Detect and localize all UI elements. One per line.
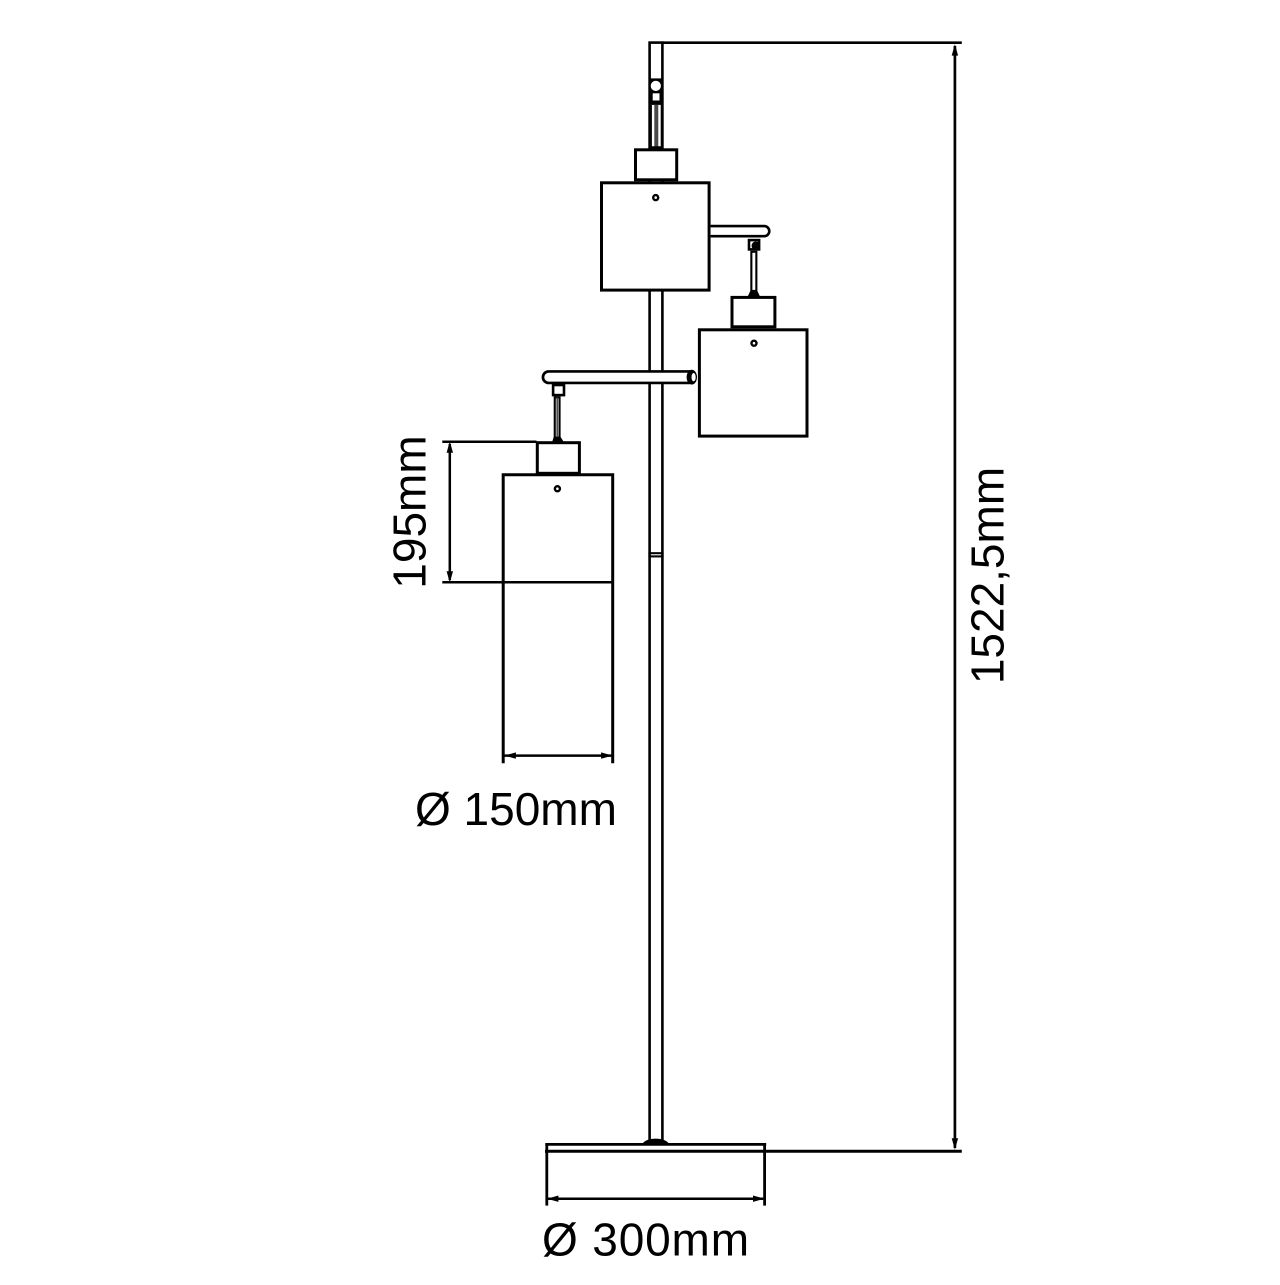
svg-text:Ø 150mm: Ø 150mm xyxy=(415,783,617,835)
svg-text:1522,5mm: 1522,5mm xyxy=(961,467,1013,684)
svg-text:Ø 300mm: Ø 300mm xyxy=(542,1214,750,1266)
svg-text:195mm: 195mm xyxy=(383,435,435,588)
